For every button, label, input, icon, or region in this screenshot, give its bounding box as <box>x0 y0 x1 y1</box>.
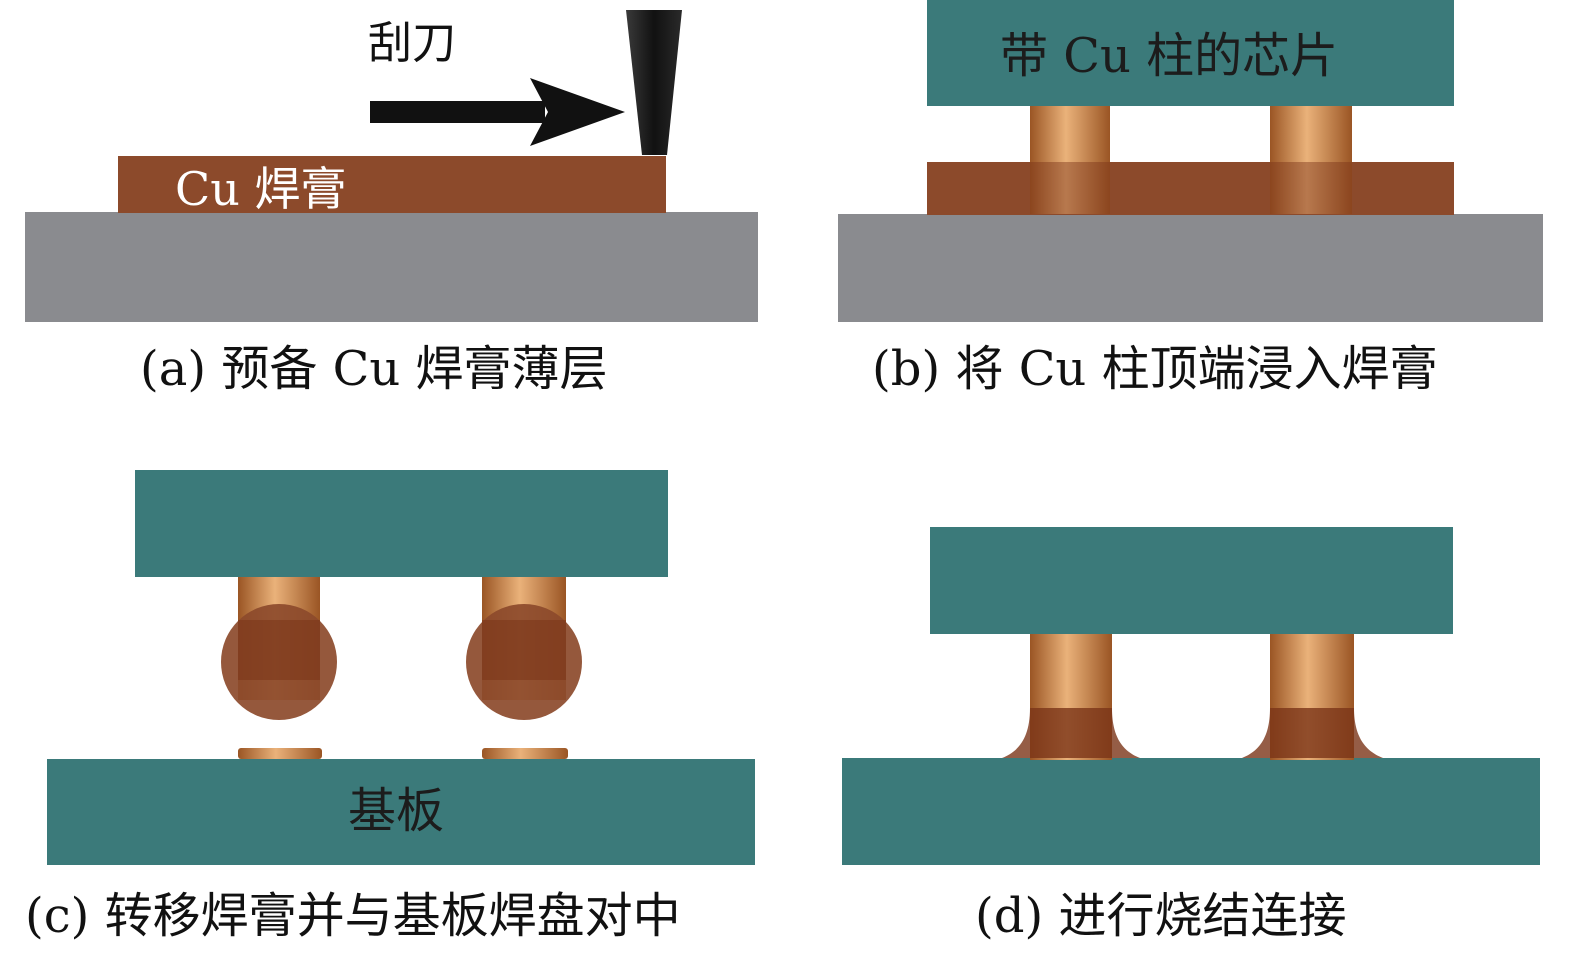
caption-b: (b) 将 Cu 柱顶端浸入焊膏 <box>872 341 1438 397</box>
panel-b: 带 Cu 柱的芯片 (b) 将 Cu 柱顶端浸入焊膏 <box>838 0 1543 397</box>
substrate-gray <box>838 214 1543 322</box>
substrate-teal <box>47 759 755 865</box>
solder-pad-right <box>482 748 568 759</box>
substrate-teal <box>842 758 1540 865</box>
caption-c: (c) 转移焊膏并与基板焊盘对中 <box>25 888 681 944</box>
blade-label: 刮刀 <box>368 18 456 69</box>
cu-pillar-left <box>1030 106 1110 214</box>
chip-label: 带 Cu 柱的芯片 <box>1000 28 1338 84</box>
sintered-joint-right <box>1242 708 1383 758</box>
panel-c: 基板 (c) 转移焊膏并与基板焊盘对中 <box>25 470 755 944</box>
substrate-label: 基板 <box>348 783 444 839</box>
cu-pillar-right <box>1270 106 1352 214</box>
chip-teal <box>135 470 668 577</box>
panel-a: Cu 焊膏 刮刀 (a) 预备 Cu 焊膏薄层 <box>25 10 758 397</box>
caption-d: (d) 进行烧结连接 <box>975 888 1346 944</box>
cu-paste-layer <box>118 156 666 213</box>
chip-teal <box>927 0 1454 106</box>
caption-a: (a) 预备 Cu 焊膏薄层 <box>140 341 608 397</box>
sintered-joint-left <box>1002 708 1140 758</box>
cu-paste-label: Cu 焊膏 <box>175 162 346 216</box>
squeegee-blade <box>626 10 682 155</box>
arrow-right-icon <box>370 78 625 146</box>
substrate-gray <box>25 212 758 322</box>
cu-pillar-right-tip <box>482 620 566 680</box>
cu-pillar-left-dipped <box>1030 162 1110 214</box>
panel-d: (d) 进行烧结连接 <box>842 527 1540 944</box>
cu-pillar-left-tip <box>238 620 320 680</box>
chip-teal <box>930 527 1453 634</box>
cu-paste-layer <box>927 162 1454 215</box>
solder-pad-left <box>238 748 322 759</box>
cu-pillar-right-dipped <box>1270 162 1352 214</box>
